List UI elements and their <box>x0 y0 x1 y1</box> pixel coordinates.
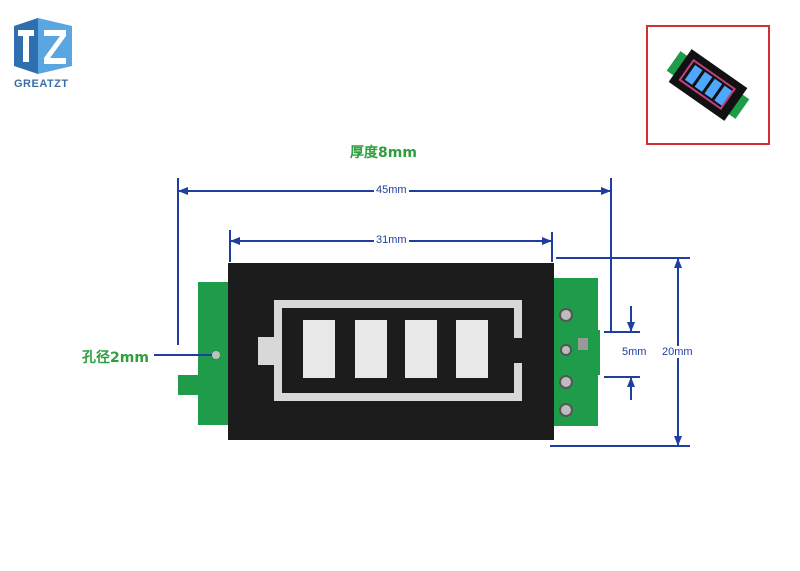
brand-logo-icon <box>14 18 72 74</box>
pin-spacing-label: 5mm <box>622 346 647 358</box>
solder-pads <box>559 308 588 417</box>
mounting-hole <box>212 351 220 359</box>
hole-diameter-label: 孔径2mm <box>82 350 149 366</box>
battery-outline <box>258 300 522 401</box>
battery-segment-3 <box>405 320 437 378</box>
pcb-right-board <box>548 278 598 426</box>
height-label: 20mm <box>660 346 695 358</box>
product-thumbnail <box>646 25 770 145</box>
battery-module-thumbnail-icon <box>666 49 750 121</box>
brand-logo <box>14 18 72 74</box>
battery-segment-1 <box>303 320 335 378</box>
brand-name: GREATZT <box>14 78 69 90</box>
battery-segments <box>303 320 488 378</box>
display-width-label: 31mm <box>374 234 409 246</box>
dimension-arrows <box>178 187 682 446</box>
pcb-left-tab <box>178 282 228 425</box>
battery-segment-2 <box>355 320 387 378</box>
overall-width-label: 45mm <box>374 184 409 196</box>
thickness-label: 厚度8mm <box>350 145 417 161</box>
battery-segment-4 <box>456 320 488 378</box>
